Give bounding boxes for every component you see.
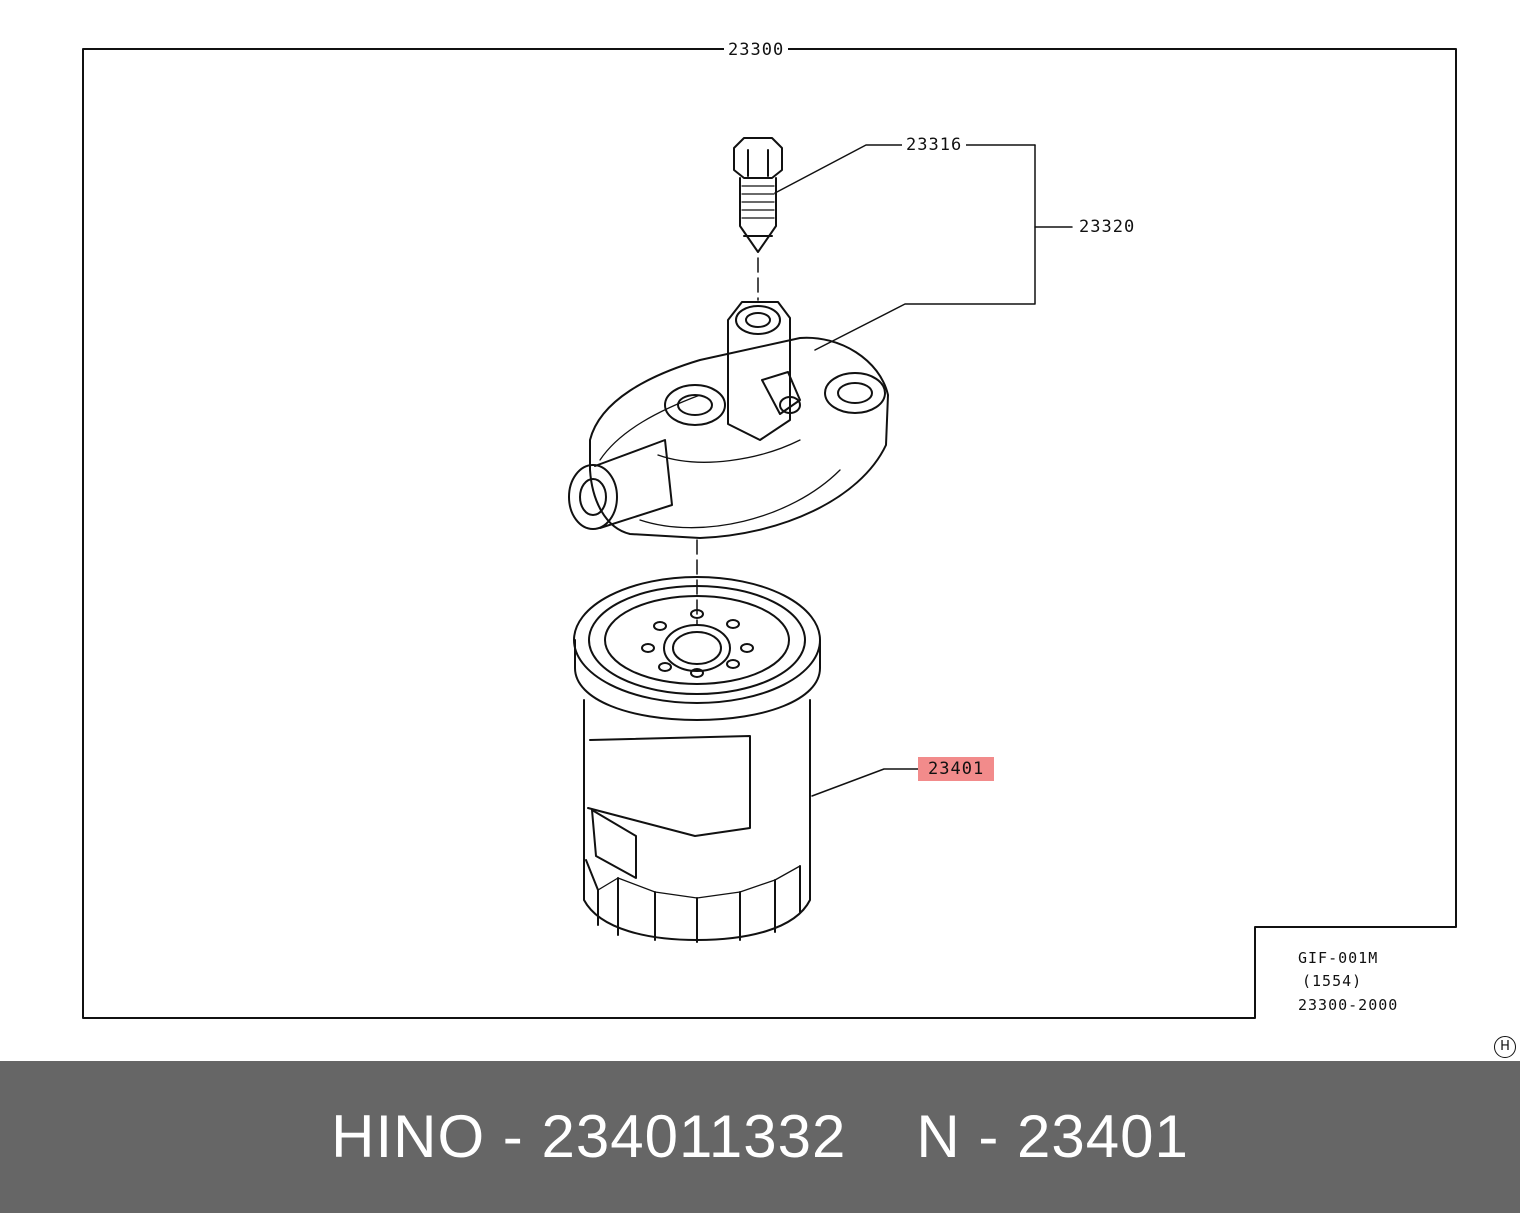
filter-head-drawing bbox=[568, 301, 889, 539]
assembly-frame bbox=[82, 48, 1457, 1019]
callout-23316[interactable]: 23316 bbox=[902, 135, 967, 155]
info-number: 23300-2000 bbox=[1298, 996, 1399, 1014]
bolt-drawing bbox=[733, 137, 783, 253]
leader-bolt bbox=[774, 144, 1036, 194]
leader-filter bbox=[811, 768, 919, 797]
footer-part-bar: HINO - 234011332 N - 23401 bbox=[0, 1061, 1520, 1213]
exploded-view-drawing bbox=[82, 48, 1457, 1019]
callout-23300[interactable]: 23300 bbox=[724, 40, 789, 60]
bracket-head-kit bbox=[814, 144, 1036, 351]
callout-23401-highlighted[interactable]: 23401 bbox=[918, 757, 995, 781]
filter-cartridge-drawing bbox=[573, 576, 821, 943]
parts-diagram: 23300 23316 23320 23401 GIF-001M (1554) … bbox=[82, 40, 1516, 1058]
info-code: GIF-001M bbox=[1298, 949, 1379, 967]
footer-brand-part: HINO - 234011332 bbox=[331, 1103, 847, 1170]
info-ref: (1554) bbox=[1302, 972, 1363, 990]
callout-23320[interactable]: 23320 bbox=[1075, 217, 1140, 237]
footer-ref-part: N - 23401 bbox=[916, 1103, 1189, 1170]
corner-h-badge: H bbox=[1494, 1036, 1516, 1058]
